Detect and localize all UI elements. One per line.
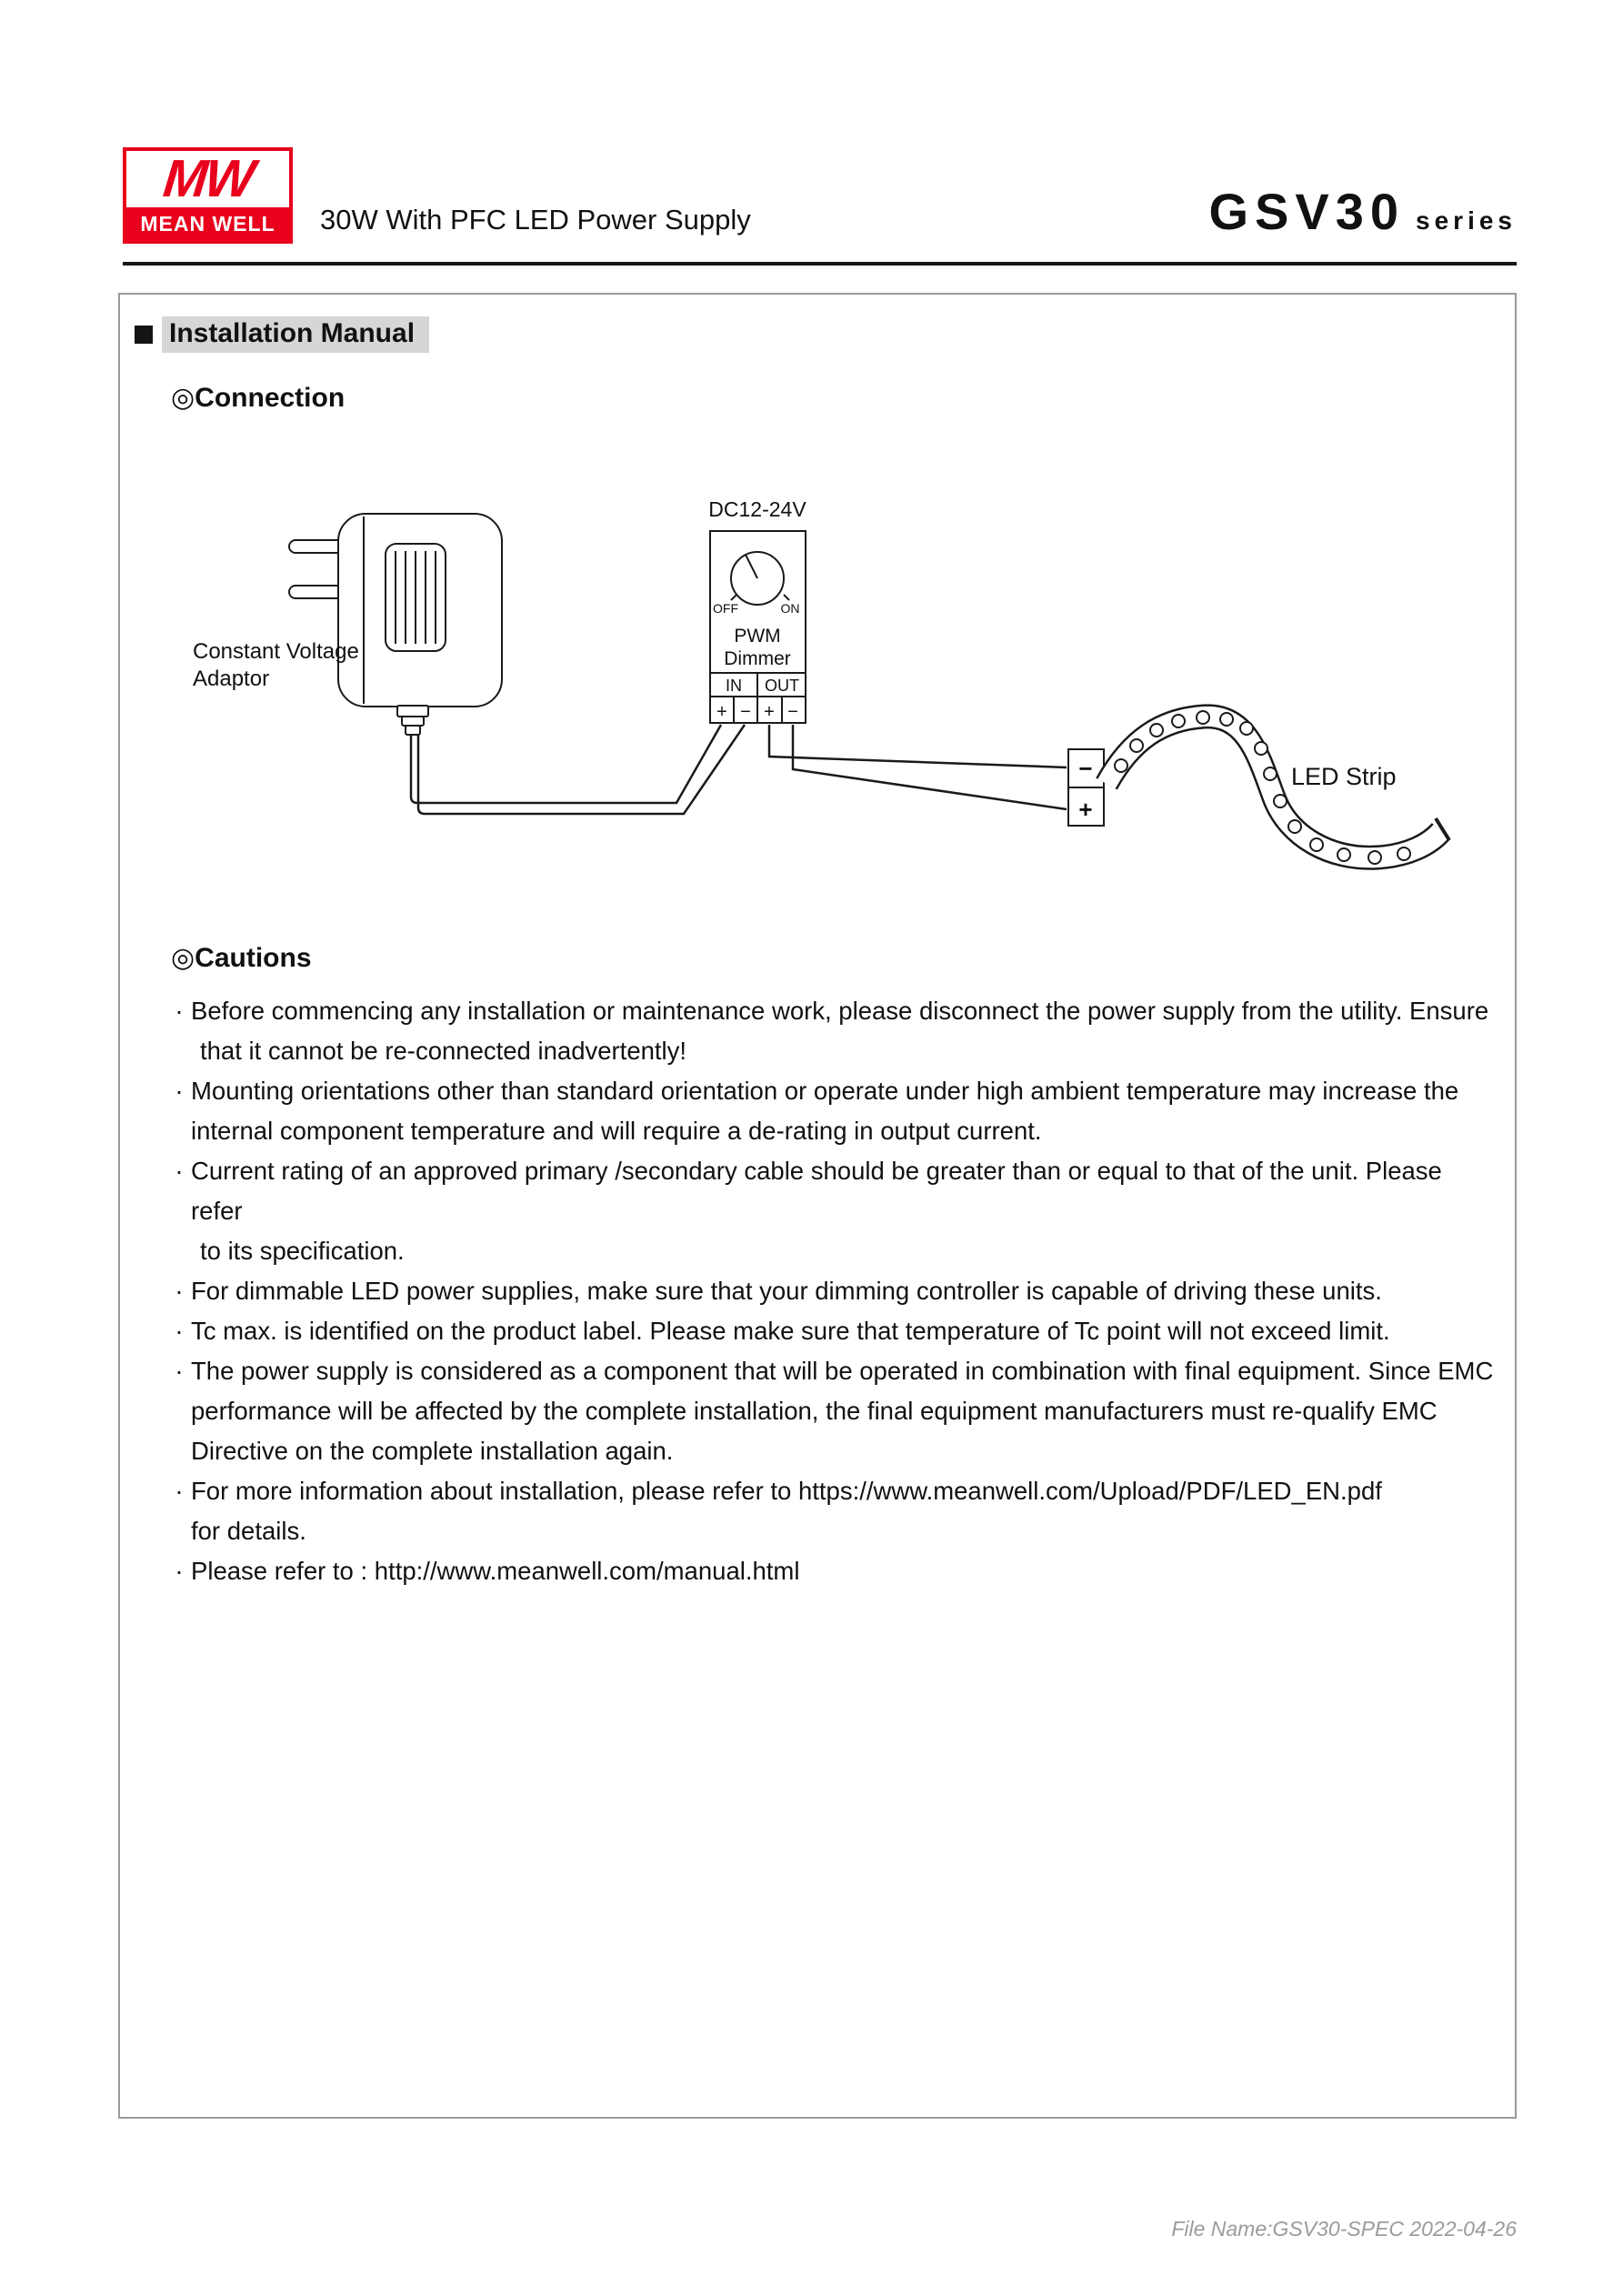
bullet: · — [175, 1157, 184, 1185]
adaptor-vent-panel — [385, 543, 446, 652]
led-dot — [1337, 847, 1351, 862]
caution-text: Mounting orientations other than standar… — [191, 1077, 1459, 1105]
dimmer-tick-on — [783, 594, 790, 601]
connector-plus-label: + — [1078, 796, 1092, 823]
caution-text: that it cannot be re-connected inadverte… — [200, 1037, 687, 1065]
led-dot — [1368, 850, 1382, 865]
led-dot — [1219, 712, 1234, 727]
dimmer-voltage-label: DC12-24V — [708, 497, 806, 521]
caution-item: · The power supply is considered as a co… — [167, 1351, 1495, 1471]
output-wires — [767, 725, 1067, 811]
cautions-heading: ◎Cautions — [171, 943, 312, 973]
adaptor-label-line1: Constant Voltage — [193, 639, 359, 664]
meanwell-logo-brand: MEAN WELL — [126, 207, 289, 240]
caution-item: · For dimmable LED power supplies, make … — [167, 1271, 1495, 1311]
led-dot — [1129, 738, 1144, 753]
in-label: IN — [726, 677, 742, 695]
led-dot — [1196, 710, 1210, 725]
led-strip — [1096, 704, 1451, 870]
wall-adaptor — [288, 513, 503, 736]
header-divider — [123, 262, 1517, 266]
meanwell-logo: MW MEAN WELL — [123, 147, 293, 244]
terminal-in-plus: + — [716, 702, 727, 722]
adaptor-label-line2: Adaptor — [193, 667, 269, 691]
caution-text: Directive on the complete installation a… — [191, 1437, 674, 1465]
document-title: 30W With PFC LED Power Supply — [320, 204, 751, 236]
connector-plus-cell — [1067, 787, 1105, 827]
led-strip-end-cap — [1434, 817, 1451, 842]
plug-prong-top-icon — [288, 539, 346, 554]
dimmer-knob-pointer — [745, 554, 758, 579]
bullet: · — [175, 1477, 184, 1505]
led-dot — [1273, 794, 1287, 808]
section-square-marker — [135, 326, 153, 344]
led-strip-band-fill — [1097, 706, 1449, 868]
bullet: · — [175, 1077, 184, 1105]
caution-text: internal component temperature and will … — [191, 1117, 1042, 1145]
terminal-out-plus: + — [764, 702, 775, 722]
series-name: GSV30 — [1208, 183, 1406, 240]
footer-file-info: File Name:GSV30-SPEC 2022-04-26 — [1171, 2217, 1517, 2241]
installation-manual-label: Installation Manual — [162, 316, 430, 353]
caution-item: · For more information about installatio… — [167, 1471, 1495, 1551]
bullet: · — [175, 1557, 184, 1585]
dimmer-tick-off — [730, 594, 737, 601]
bullet: · — [175, 1317, 184, 1345]
led-dot — [1149, 723, 1164, 737]
caution-text: The power supply is considered as a comp… — [191, 1357, 1494, 1385]
caution-text: For dimmable LED power supplies, make su… — [191, 1277, 1382, 1305]
caution-item: · Before commencing any installation or … — [167, 991, 1495, 1071]
caution-item: · Current rating of an approved primary … — [167, 1151, 1495, 1271]
caution-text: Before commencing any installation or ma… — [191, 997, 1489, 1025]
knob-on-label: ON — [781, 601, 800, 616]
plug-prong-bottom-icon — [288, 585, 346, 599]
bullet: · — [175, 997, 184, 1025]
strain-relief — [401, 716, 425, 727]
led-dot — [1114, 758, 1128, 773]
dimmer-name-line1: PWM — [734, 626, 780, 647]
caution-text: Current rating of an approved primary /s… — [191, 1157, 1442, 1225]
caution-text: performance will be affected by the comp… — [191, 1397, 1438, 1425]
out-label: OUT — [765, 677, 799, 695]
caution-item: · Tc max. is identified on the product l… — [167, 1311, 1495, 1351]
bullet: · — [175, 1357, 184, 1385]
output-connector: − + — [1067, 748, 1105, 827]
dimmer-name-line2: Dimmer — [724, 648, 791, 669]
caution-item: · Please refer to : http://www.meanwell.… — [167, 1551, 1495, 1591]
connector-minus-label: − — [1078, 755, 1092, 782]
led-dot — [1254, 741, 1268, 756]
knob-off-label: OFF — [713, 601, 738, 616]
installation-manual-heading: Installation Manual — [135, 316, 430, 353]
terminal-in-minus: − — [740, 702, 751, 722]
led-dot — [1287, 819, 1302, 834]
terminal-out-minus: − — [787, 702, 798, 722]
caution-text: for details. — [191, 1517, 306, 1545]
caution-text: For more information about installation,… — [191, 1477, 1382, 1505]
caution-text: Tc max. is identified on the product lab… — [191, 1317, 1390, 1345]
series-title: GSV30 series — [1208, 182, 1517, 241]
series-suffix: series — [1416, 206, 1517, 235]
led-dot — [1397, 847, 1411, 861]
content-box: Installation Manual ◎Connection — [118, 293, 1517, 2119]
connection-diagram: Constant Voltage Adaptor DC12-24V OFF — [193, 497, 1451, 870]
led-dot — [1263, 767, 1277, 781]
bullet: · — [175, 1277, 184, 1305]
caution-item: · Mounting orientations other than stand… — [167, 1071, 1495, 1151]
strain-relief — [396, 705, 429, 717]
caution-text: to its specification. — [200, 1237, 405, 1265]
cautions-list: · Before commencing any installation or … — [167, 991, 1495, 1591]
led-dot — [1239, 721, 1254, 736]
caution-text: Please refer to : http://www.meanwell.co… — [191, 1557, 800, 1585]
pwm-dimmer: DC12-24V OFF ON PWM Dimmer IN OUT + − — [708, 497, 806, 724]
led-strip-label: LED Strip — [1291, 763, 1397, 790]
meanwell-logo-mw: MW — [160, 149, 255, 208]
connection-heading: ◎Connection — [171, 383, 346, 413]
strain-relief — [405, 725, 421, 736]
led-dot — [1309, 837, 1324, 852]
input-wires — [409, 724, 746, 816]
led-dot — [1171, 714, 1186, 728]
